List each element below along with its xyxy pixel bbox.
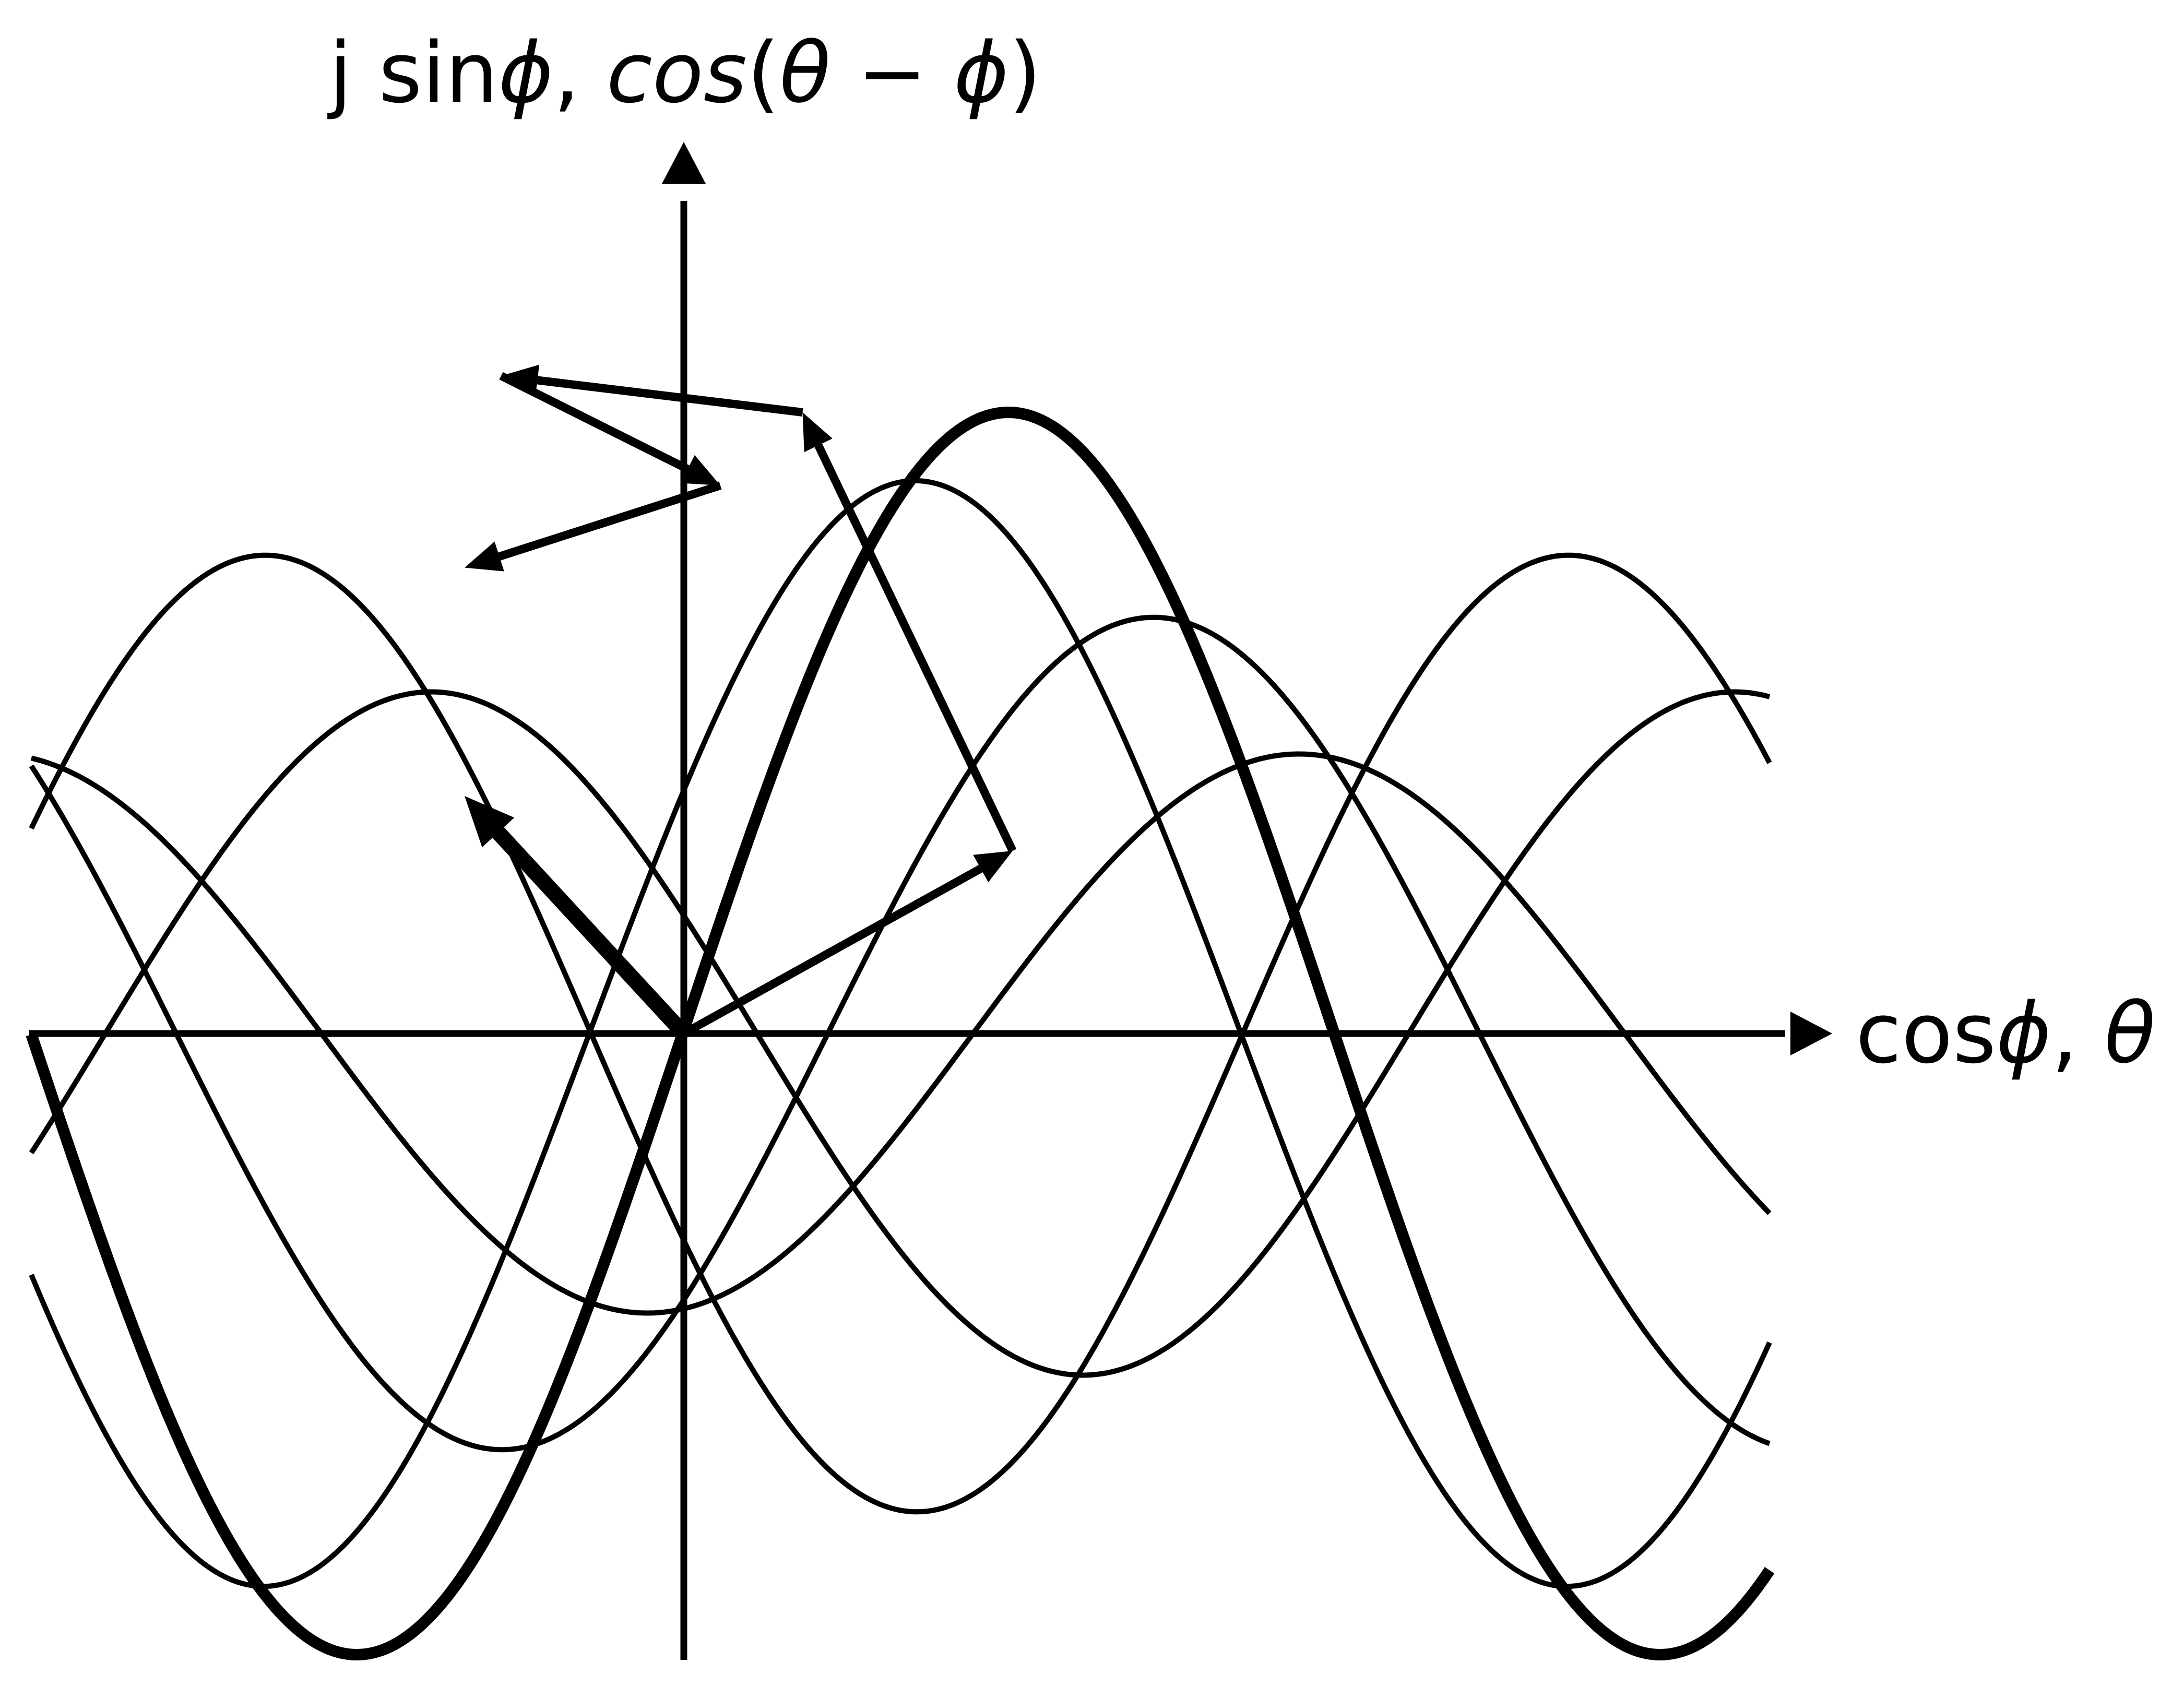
- axes-group: [29, 142, 1832, 1660]
- phasor-head-2: [973, 851, 1013, 883]
- phasor-shaft-6: [498, 481, 722, 561]
- phasor-arrow-6: [465, 481, 722, 572]
- phasor-arrow-3: [802, 412, 1017, 853]
- x-axis-label: cosϕ, θ: [1856, 984, 2155, 1082]
- phasor-shaft-2: [682, 865, 983, 1037]
- phasor-shaft-3: [814, 443, 1017, 853]
- sine-wave-6: [29, 689, 1771, 1378]
- x-axis-arrowhead: [1790, 1012, 1832, 1055]
- phasor-head-1: [465, 796, 515, 848]
- phasors-group: [465, 364, 1017, 1039]
- phasor-arrow-5: [499, 372, 720, 485]
- y-axis-arrowhead: [662, 142, 706, 184]
- phasor-shaft-4: [537, 376, 803, 417]
- sine-wave-1: [26, 407, 1775, 1660]
- sine-wave-2: [29, 478, 1772, 1589]
- phasor-arrow-2: [682, 851, 1013, 1037]
- phasor-head-3: [802, 412, 833, 453]
- phasor-head-5: [680, 455, 720, 485]
- phasor-shaft-1: [492, 827, 690, 1039]
- y-axis-label: j sinϕ, cos(θ − ϕ): [327, 24, 1041, 122]
- phasor-head-6: [465, 541, 504, 572]
- phasor-shaft-5: [499, 372, 690, 473]
- phasor-arrow-1: [465, 796, 690, 1039]
- sine-wave-5: [29, 552, 1772, 1515]
